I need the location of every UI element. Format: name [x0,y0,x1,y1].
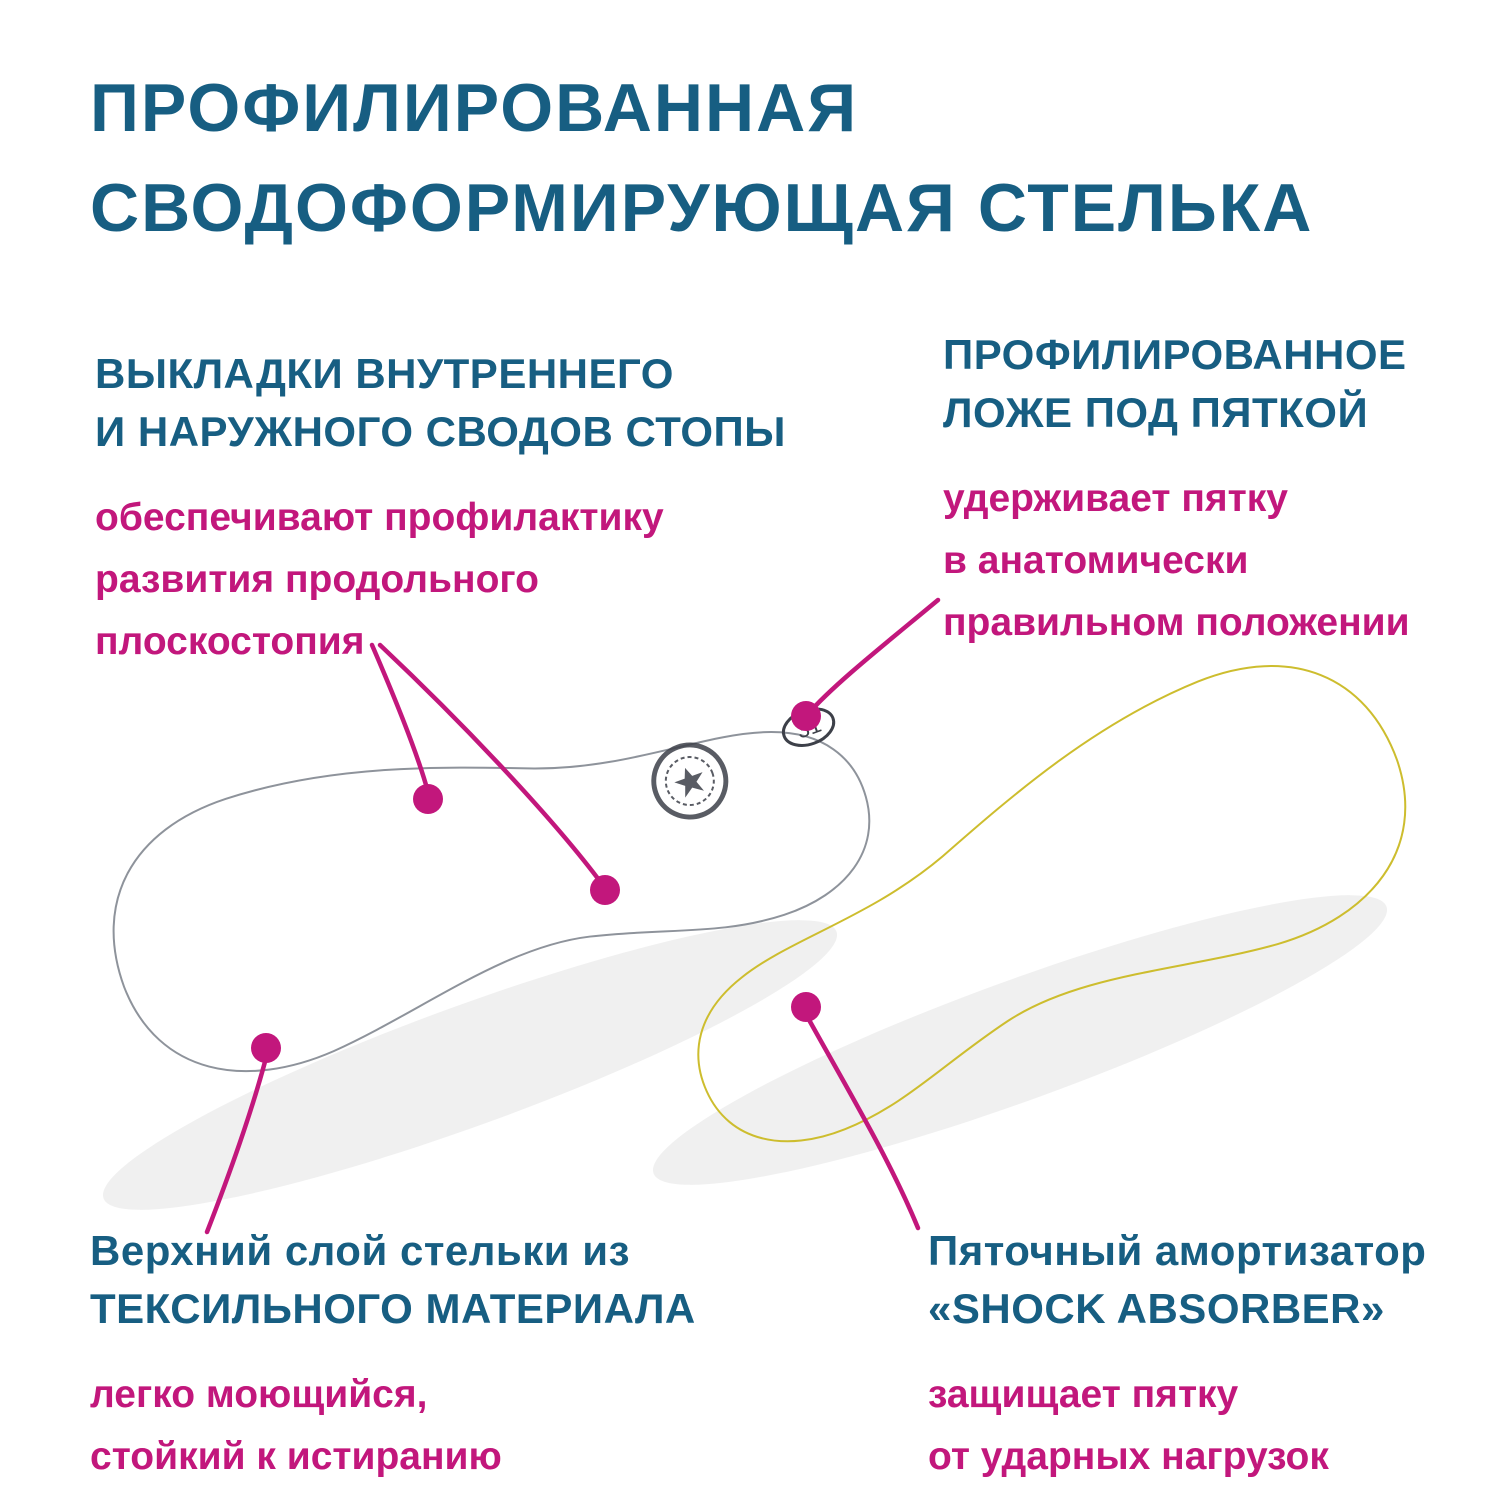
callout-heel-heading: ПРОФИЛИРОВАННОЕ ЛОЖЕ ПОД ПЯТКОЙ [943,326,1410,442]
callout-body-line: в анатомически [943,539,1249,582]
callout-dot-arch-inner [413,784,443,814]
callout-dot-top-layer [251,1033,281,1063]
title-line-2: СВОДОФОРМИРУЮЩАЯ СТЕЛЬКА [90,170,1314,246]
callout-body-line: развития продольного [95,558,539,601]
callout-top-layer-heading: Верхний слой стельки из ТЕКСИЛЬНОГО МАТЕ… [90,1222,696,1338]
title-line-1: ПРОФИЛИРОВАННАЯ [90,70,859,146]
callout-body-line: легко моющийся, [90,1373,428,1416]
callout-top-layer: Верхний слой стельки из ТЕКСИЛЬНОГО МАТЕ… [90,1222,696,1488]
callout-heading-line: ЛОЖЕ ПОД ПЯТКОЙ [943,389,1369,436]
callout-shock-heading: Пяточный амортизатор «SHOCK ABSORBER» [928,1222,1426,1338]
callout-top-layer-body: легко моющийся, стойкий к истиранию [90,1364,696,1488]
callout-heading-line: ТЕКСИЛЬНОГО МАТЕРИАЛА [90,1285,696,1332]
callout-dot-heel-bed [791,701,821,731]
instep-swoosh [257,702,650,963]
callout-connectors [204,597,941,1235]
insole-bottom-view [697,665,1407,1143]
insole-bottom-outline [697,665,1407,1143]
callout-body-line: удерживает пятку [943,477,1288,520]
callout-arch-body: обеспечивают профилактику развития продо… [95,487,786,673]
callout-heading-line: «SHOCK ABSORBER» [928,1285,1385,1332]
insole-top-outline [112,731,871,1073]
callout-heading-line: И НАРУЖНОГО СВОДОВ СТОПЫ [95,408,786,455]
callout-shock-absorber: Пяточный амортизатор «SHOCK ABSORBER» за… [928,1222,1426,1488]
callout-arch-heading: ВЫКЛАДКИ ВНУТРЕННЕГО И НАРУЖНОГО СВОДОВ … [95,345,786,461]
brand-stamp-icon [651,742,729,820]
callout-line-arch-2 [377,642,605,887]
callout-heel-bed: ПРОФИЛИРОВАННОЕ ЛОЖЕ ПОД ПЯТКОЙ удержива… [943,326,1410,654]
callout-dot-arch-outer [590,875,620,905]
right-insole-shadow [652,895,1388,1185]
callout-heel-body: удерживает пятку в анатомически правильн… [943,468,1410,654]
page-title: ПРОФИЛИРОВАННАЯ СВОДОФОРМИРУЮЩАЯ СТЕЛЬКА [90,58,1313,258]
callout-shock-body: защищает пятку от ударных нагрузок [928,1364,1426,1488]
callout-line-shock [805,1015,921,1231]
callout-line-arch-1 [369,642,431,795]
callout-heading-line: ВЫКЛАДКИ ВНУТРЕННЕГО [95,350,674,397]
callout-body-line: защищает пятку [928,1373,1239,1416]
callout-body-line: стойкий к истиранию [90,1435,502,1478]
callout-arch-pads: ВЫКЛАДКИ ВНУТРЕННЕГО И НАРУЖНОГО СВОДОВ … [95,345,786,673]
callout-body-line: от ударных нагрузок [928,1435,1329,1478]
callout-body-line: плоскостопия [95,620,365,663]
callout-line-top-layer [204,1055,269,1235]
callout-heading-line: Пяточный амортизатор [928,1227,1427,1274]
callout-body-line: обеспечивают профилактику [95,496,664,539]
callout-dot-shock [791,992,821,1022]
callout-body-line: правильном положении [943,601,1410,644]
callout-heading-line: Верхний слой стельки из [90,1227,630,1274]
left-insole-shadow [102,920,838,1210]
callout-heading-line: ПРОФИЛИРОВАННОЕ [943,331,1407,378]
callout-line-heel-bed [805,597,941,717]
